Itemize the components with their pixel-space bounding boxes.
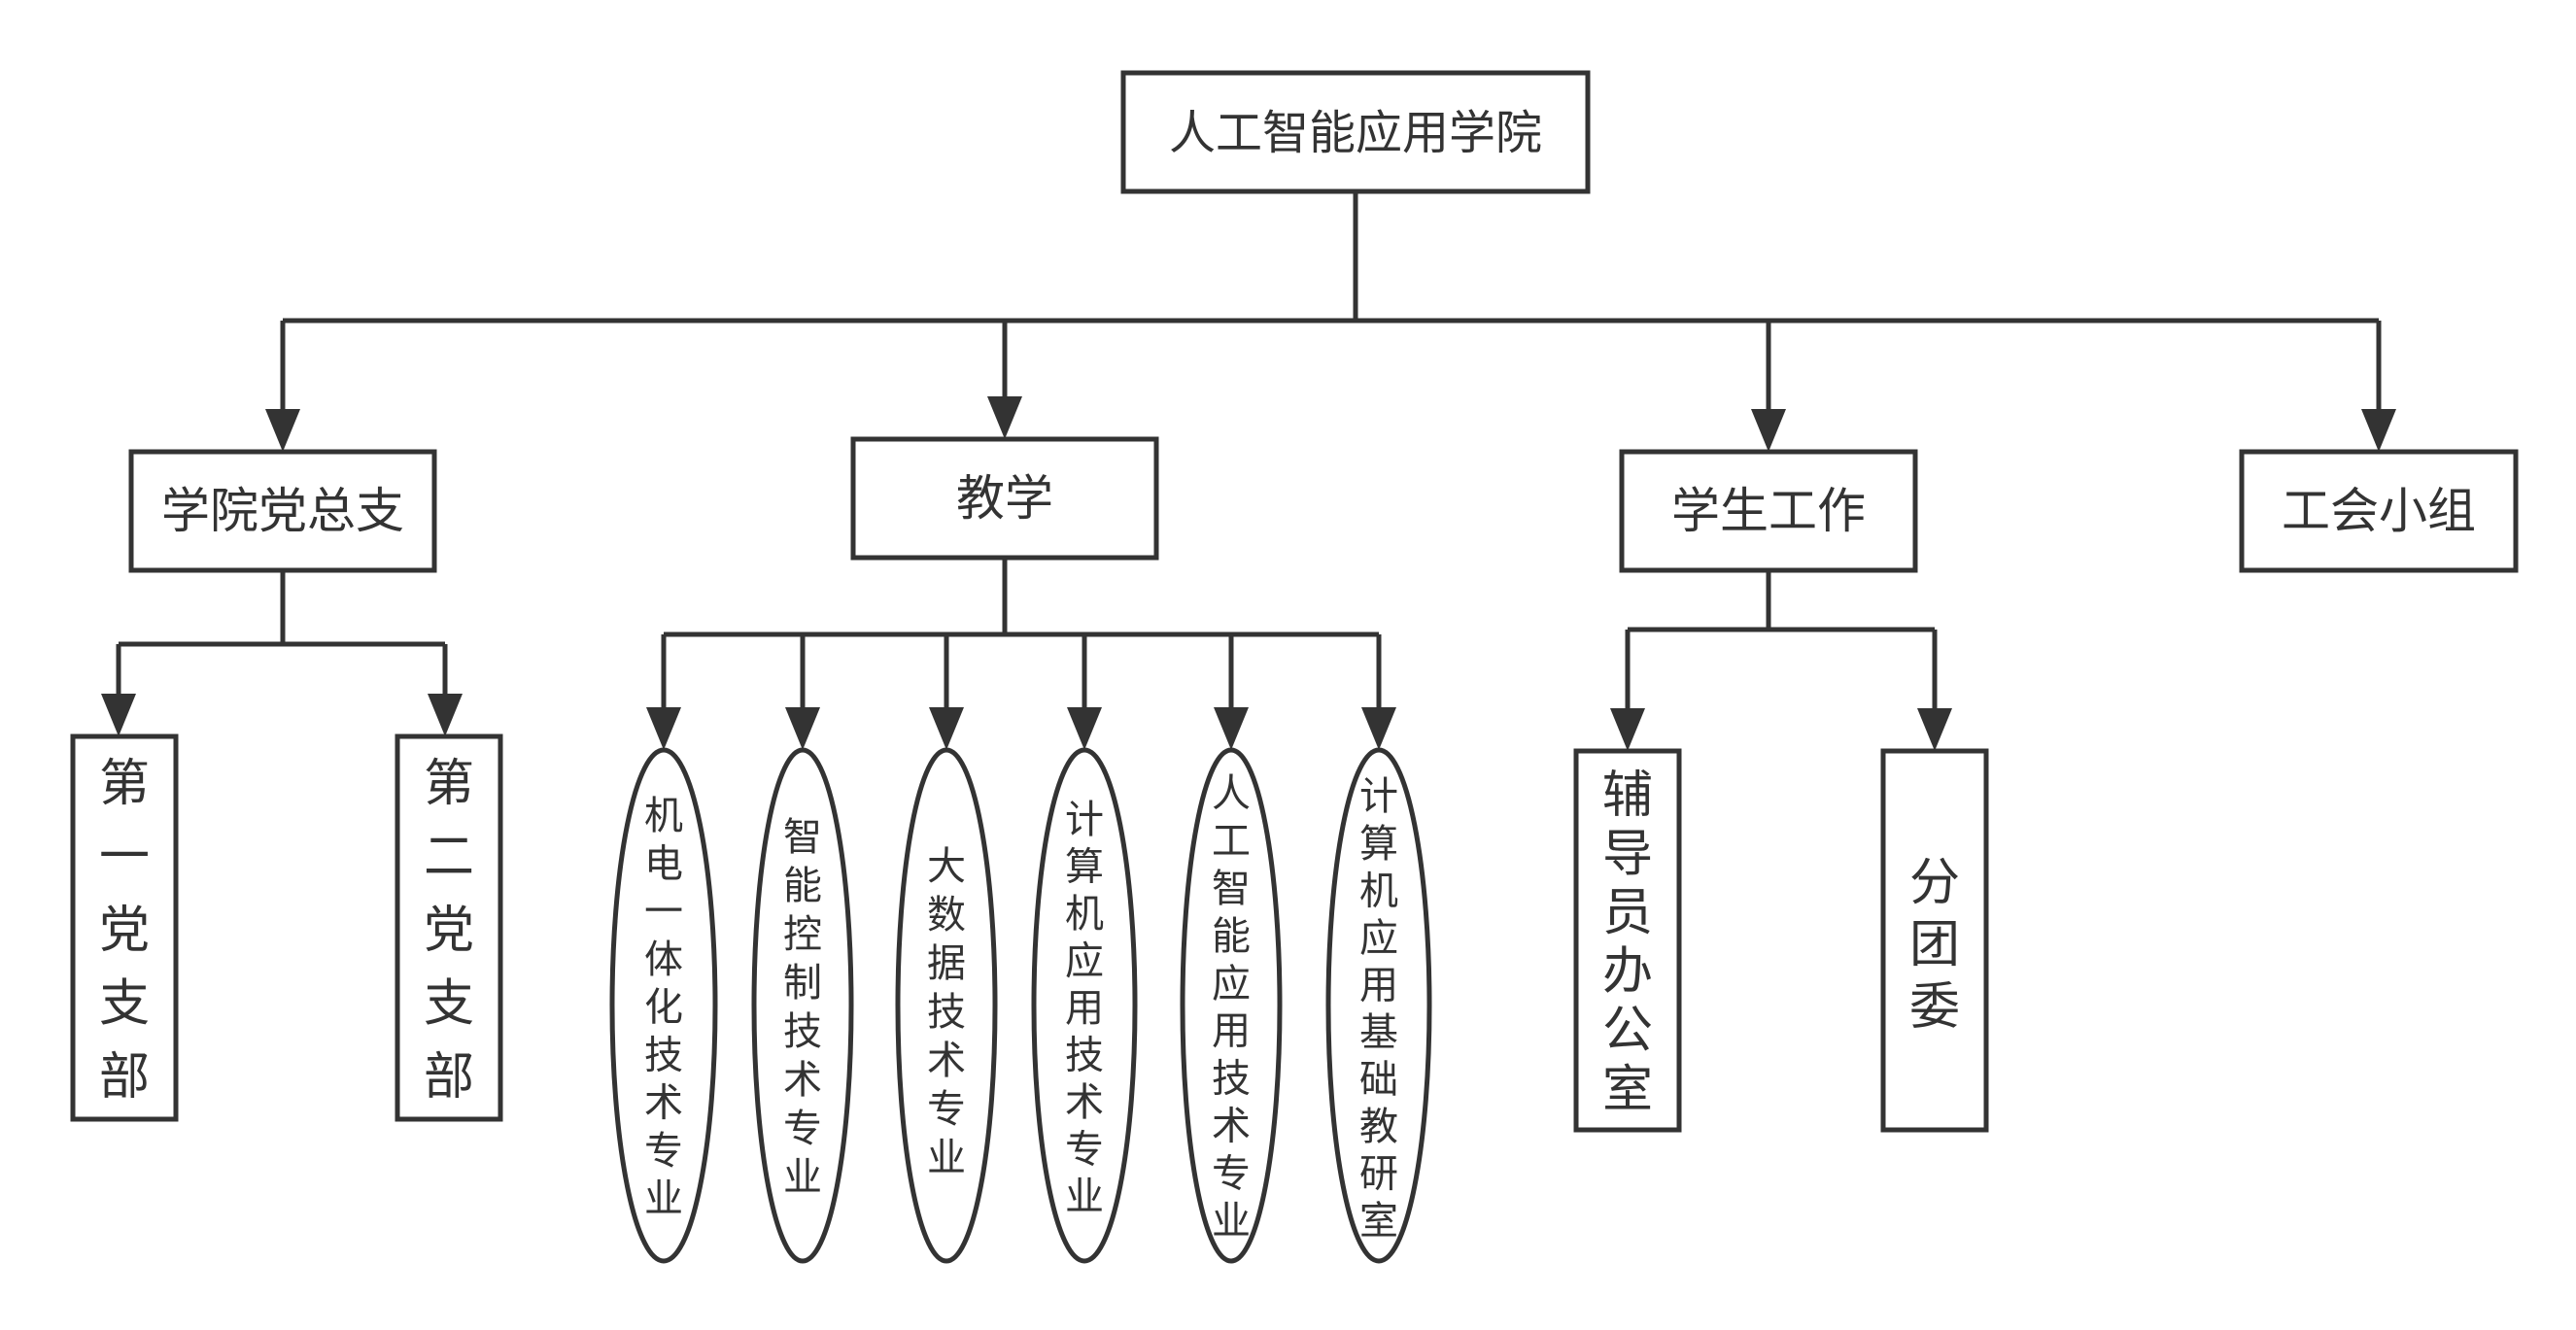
branch-label: 工会小组 [2282, 483, 2476, 539]
major-node: 机电一体化技术专业 [609, 747, 718, 1264]
root-label: 人工智能应用学院 [1169, 106, 1542, 160]
branch-label: 学生工作 [1671, 483, 1866, 539]
arrowhead [101, 694, 136, 736]
youth-league-node: 分团委 [1880, 748, 1989, 1133]
counselor-office-label: 辅导员办公室 [1602, 767, 1653, 1119]
arrowhead [265, 409, 300, 452]
arrowhead [987, 396, 1022, 439]
arrowhead [929, 707, 964, 750]
arrowhead [1751, 409, 1786, 452]
arrowhead [1361, 707, 1396, 750]
teaching-research-office-node: 计算机应用基础教研室 [1325, 747, 1432, 1264]
major-node: 计算机应用技术专业 [1031, 747, 1138, 1264]
arrowhead [1610, 708, 1645, 751]
major-node: 智能控制技术专业 [751, 747, 854, 1264]
branch-node-teaching: 教学 [850, 436, 1159, 561]
connector-lines [101, 191, 2396, 751]
major-label: 机电一体化技术专业 [644, 794, 683, 1221]
youth-league-label: 分团委 [1909, 854, 1960, 1037]
arrowhead [1067, 707, 1102, 750]
branch-node-student-work: 学生工作 [1619, 449, 1918, 573]
major-label: 人工智能应用技术专业 [1212, 771, 1251, 1244]
branch-node-union: 工会小组 [2239, 449, 2519, 573]
party-branch-1-label: 第一党支部 [99, 755, 150, 1107]
major-node: 人工智能应用技术专业 [1180, 747, 1283, 1264]
major-label: 计算机应用基础教研室 [1359, 774, 1398, 1244]
branch-label: 教学 [956, 470, 1053, 527]
party-branch-1-node: 第一党支部 [70, 733, 179, 1122]
major-label: 计算机应用技术专业 [1065, 798, 1104, 1219]
major-node: 大数据技术专业 [895, 747, 998, 1264]
party-branch-2-label: 第二党支部 [424, 755, 474, 1107]
branch-label: 学院党总支 [161, 483, 404, 539]
arrowhead [1214, 707, 1249, 750]
major-label: 智能控制技术专业 [783, 815, 822, 1200]
root-node: 人工智能应用学院 [1120, 70, 1591, 194]
arrowhead [646, 707, 681, 750]
branch-node-party: 学院党总支 [128, 449, 437, 573]
arrowhead [785, 707, 820, 750]
counselor-office-node: 辅导员办公室 [1573, 748, 1682, 1133]
party-branch-2-node: 第二党支部 [395, 733, 503, 1122]
arrowhead [428, 694, 463, 736]
major-label: 大数据技术专业 [927, 844, 966, 1180]
arrowhead [2361, 409, 2396, 452]
arrowhead [1917, 708, 1952, 751]
